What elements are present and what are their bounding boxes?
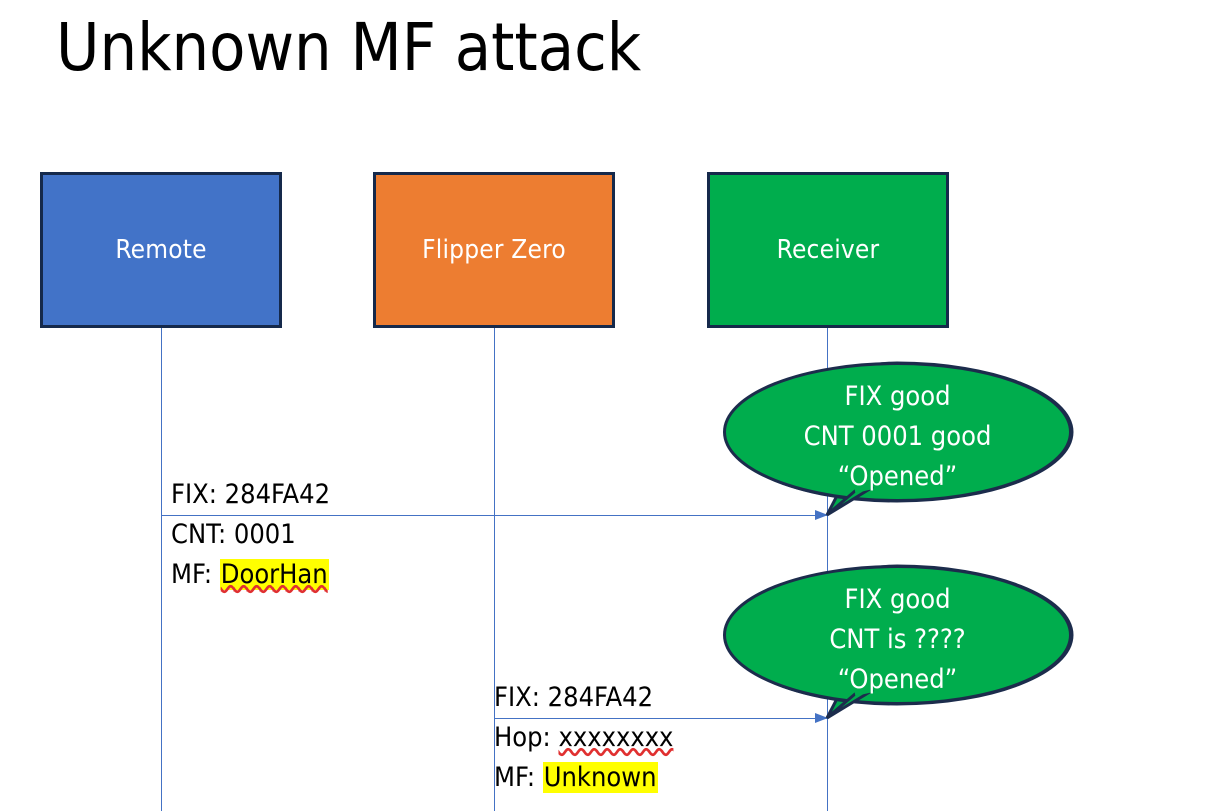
- message-line-cnt-prefix: CNT:: [171, 519, 234, 550]
- message-line-fix-prefix: FIX:: [171, 479, 225, 510]
- actor-label-remote: Remote: [115, 235, 207, 265]
- message-line-cnt: CNT: 0001: [171, 515, 330, 555]
- callout-shape-icon: [723, 564, 1074, 720]
- message-label-flipper-to-receiver: FIX: 284FA42 Hop: xxxxxxxx MF: Unknown: [494, 678, 673, 798]
- page-title: Unknown MF attack: [56, 9, 642, 86]
- lifeline-receiver: [827, 328, 828, 811]
- lifeline-remote: [161, 328, 162, 811]
- message-line-mf: MF: Unknown: [494, 758, 673, 798]
- lifeline-flipper: [494, 328, 495, 811]
- message-line-fix: FIX: 284FA42: [171, 475, 330, 515]
- message-line-hop: Hop: xxxxxxxx: [494, 718, 673, 758]
- message-line-fix-value: 284FA42: [547, 682, 654, 713]
- message-line-mf-prefix: MF:: [494, 762, 543, 793]
- message-line-hop-value: xxxxxxxx: [558, 722, 674, 753]
- callout-shape-icon: [723, 361, 1074, 517]
- message-line-fix: FIX: 284FA42: [494, 678, 673, 718]
- actor-box-flipper[interactable]: Flipper Zero: [373, 172, 615, 328]
- message-arrow-remote-to-receiver: [161, 510, 828, 520]
- callout-bubble-receiver-response-2[interactable]: FIX good CNT is ???? “Opened”: [723, 564, 1074, 720]
- message-line-fix-value: 284FA42: [224, 479, 331, 510]
- message-arrow-flipper-to-receiver: [494, 713, 828, 723]
- message-line-mf-prefix: MF:: [171, 559, 220, 590]
- message-label-remote-to-receiver: FIX: 284FA42 CNT: 0001 MF: DoorHan: [171, 475, 330, 595]
- message-line-mf-value-highlighted: Unknown: [542, 762, 658, 793]
- actor-box-remote[interactable]: Remote: [40, 172, 282, 328]
- actor-box-receiver[interactable]: Receiver: [707, 172, 949, 328]
- callout-bubble-receiver-response-1[interactable]: FIX good CNT 0001 good “Opened”: [723, 361, 1074, 517]
- message-line-mf-value-highlighted: DoorHan: [219, 559, 329, 590]
- message-line-fix-prefix: FIX:: [494, 682, 548, 713]
- actor-label-receiver: Receiver: [776, 235, 880, 265]
- message-line-mf: MF: DoorHan: [171, 555, 330, 595]
- message-line-cnt-value: 0001: [233, 519, 296, 550]
- message-line-hop-prefix: Hop:: [494, 722, 559, 753]
- actor-label-flipper: Flipper Zero: [422, 235, 566, 265]
